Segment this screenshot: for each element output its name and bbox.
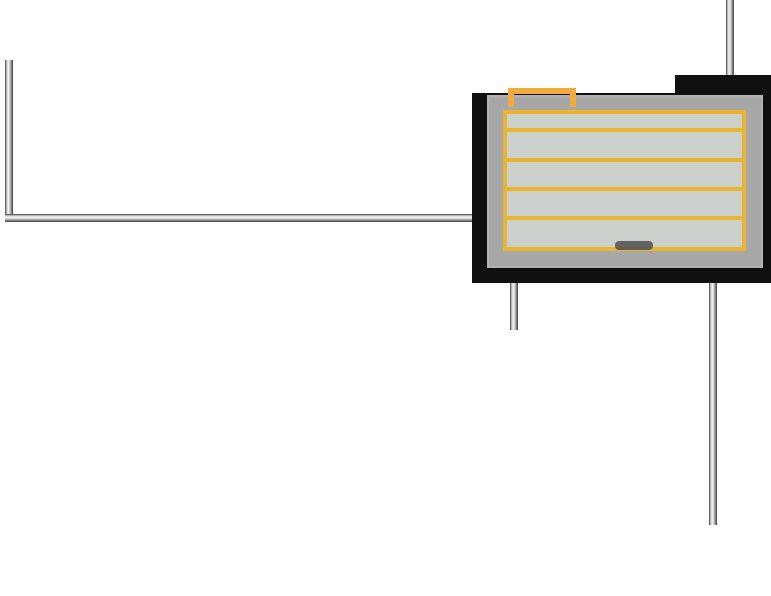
bracket-right-leg	[570, 88, 576, 107]
coil-line	[507, 158, 742, 162]
outer-frame	[487, 95, 763, 268]
bracket-left-leg	[508, 88, 514, 107]
coil-line	[507, 187, 742, 191]
pipe-top-right	[726, 0, 734, 92]
bracket-top-bar	[508, 88, 576, 94]
pipe-left-horizontal	[5, 214, 500, 222]
housing-top-extension	[675, 75, 771, 97]
pipe-bottom-right	[709, 260, 717, 525]
pipe-left-vertical	[5, 60, 13, 222]
panel-bottom-mark	[615, 241, 653, 250]
coil-line	[507, 216, 742, 220]
heater-panel	[503, 110, 746, 251]
coil-line	[507, 128, 742, 132]
pipe-bottom-center	[510, 260, 518, 330]
